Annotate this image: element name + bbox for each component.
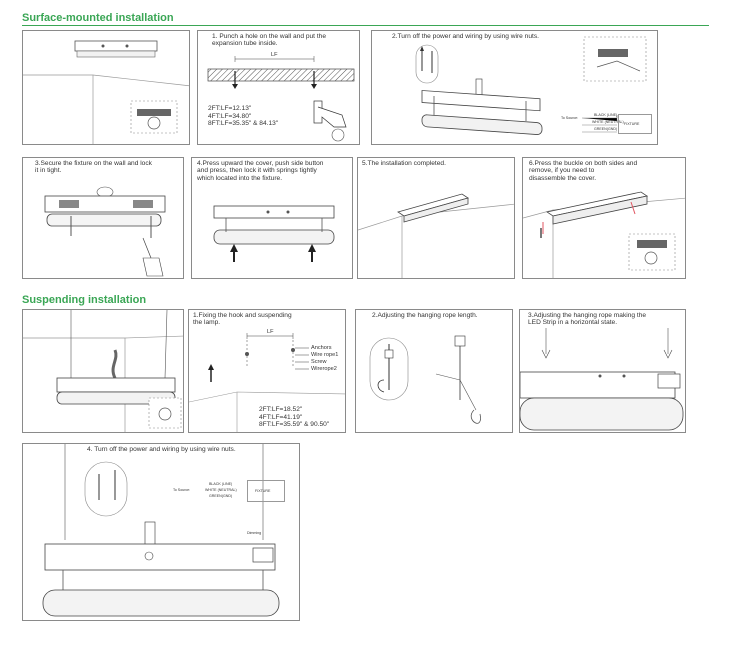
suspend-step1-caption: 1.Fixing the hook and suspending the lam… bbox=[193, 312, 292, 327]
suspend-step2-panel: 2.Adjusting the hanging rope length. bbox=[355, 309, 513, 433]
part-screw: Screw bbox=[311, 359, 327, 365]
surface-step3-caption: 3.Secure the fixture on the wall and loc… bbox=[35, 160, 152, 175]
surface-overview-panel bbox=[22, 30, 190, 145]
suspend-step4-caption: 4. Turn off the power and wiring by usin… bbox=[87, 446, 236, 453]
surface-step2-panel: 2.Turn off the power and wiring by using… bbox=[371, 30, 658, 145]
suspend-step2-caption: 2.Adjusting the hanging rope length. bbox=[372, 312, 478, 319]
surface-step1-caption: 1. Punch a hole on the wall and put the … bbox=[212, 33, 327, 48]
surface-step2-illustration bbox=[415, 36, 647, 135]
suspend-step1-panel: 1.Fixing the hook and suspending the lam… bbox=[188, 309, 346, 433]
surface-step5-illustration bbox=[358, 193, 514, 278]
wiring-to-source: To Source: bbox=[561, 116, 579, 120]
part-anchors: Anchors bbox=[311, 345, 332, 351]
fixture-box bbox=[618, 114, 652, 134]
wiring4-black: BLACK (LINE) bbox=[209, 482, 233, 486]
surface-section-title: Surface-mounted installation bbox=[22, 12, 174, 24]
suspend-step3-illustration bbox=[520, 328, 684, 431]
suspend-step1-illustration bbox=[189, 333, 345, 432]
suspend-step3-panel: 3.Adjusting the hanging rope making the … bbox=[519, 309, 686, 433]
surface-step4-illustration bbox=[213, 205, 335, 262]
surface-step3-panel: 3.Secure the fixture on the wall and loc… bbox=[22, 157, 184, 279]
surface-section-rule bbox=[22, 25, 709, 26]
suspend-step4-panel: 4. Turn off the power and wiring by usin… bbox=[22, 443, 300, 621]
wiring-white: WHITE (NEUTRAL) bbox=[592, 120, 624, 124]
wiring4-fixture: FIXTURE bbox=[255, 489, 271, 493]
wiring-green: GREEN(GND) bbox=[594, 127, 618, 131]
part-wirerope2: Wirerope2 bbox=[311, 366, 337, 372]
surface-step6-illustration bbox=[523, 191, 685, 278]
surface-step6-panel: 6.Press the buckle on both sides and rem… bbox=[522, 157, 686, 279]
surface-step6-caption: 6.Press the buckle on both sides and rem… bbox=[529, 160, 638, 182]
surface-step3-illustration bbox=[44, 186, 166, 277]
fixture-box-4 bbox=[247, 480, 285, 502]
wiring-black: BLACK (LINE) bbox=[594, 113, 618, 117]
surface-step1-illustration bbox=[207, 56, 355, 142]
wiring4-to-source: To Source: bbox=[173, 488, 191, 492]
surface-step1-lf-values: 2FT:LF=12.13" 4FT:LF=34.80" 8FT:LF=35.35… bbox=[208, 105, 279, 128]
suspend-step1-lf-values: 2FT:LF=18.52" 4FT:LF=41.19" 8FT:LF=35.59… bbox=[259, 406, 330, 429]
suspend-step1-lf-marker: LF bbox=[267, 329, 274, 335]
suspend-step4-illustration bbox=[42, 444, 280, 617]
wiring4-dimming: Dimming bbox=[247, 531, 262, 535]
surface-step5-panel: 5.The installation completed. bbox=[357, 157, 515, 279]
suspend-step2-illustration bbox=[369, 335, 481, 424]
suspend-step3-caption: 3.Adjusting the hanging rope making the … bbox=[528, 312, 647, 327]
surface-step2-caption: 2.Turn off the power and wiring by using… bbox=[392, 33, 539, 40]
wiring4-white: WHITE (NEUTRAL) bbox=[205, 488, 237, 492]
wiring-fixture: FIXTURE bbox=[624, 122, 640, 126]
surface-step1-panel: 1. Punch a hole on the wall and put the … bbox=[197, 30, 360, 145]
surface-step4-panel: 4.Press upward the cover, push side butt… bbox=[191, 157, 353, 279]
part-wire-rope1: Wire rope1 bbox=[311, 352, 339, 358]
suspend-section-title: Suspending installation bbox=[22, 294, 147, 306]
suspend-overview-panel bbox=[22, 309, 184, 433]
surface-step5-caption: 5.The installation completed. bbox=[362, 160, 446, 167]
surface-step4-caption: 4.Press upward the cover, push side butt… bbox=[197, 160, 324, 182]
surface-step1-lf-marker: LF bbox=[271, 52, 278, 58]
suspend-overview-illustration bbox=[23, 310, 183, 432]
surface-overview-illustration bbox=[23, 40, 189, 144]
wiring4-green: GREEN(GND) bbox=[209, 494, 233, 498]
